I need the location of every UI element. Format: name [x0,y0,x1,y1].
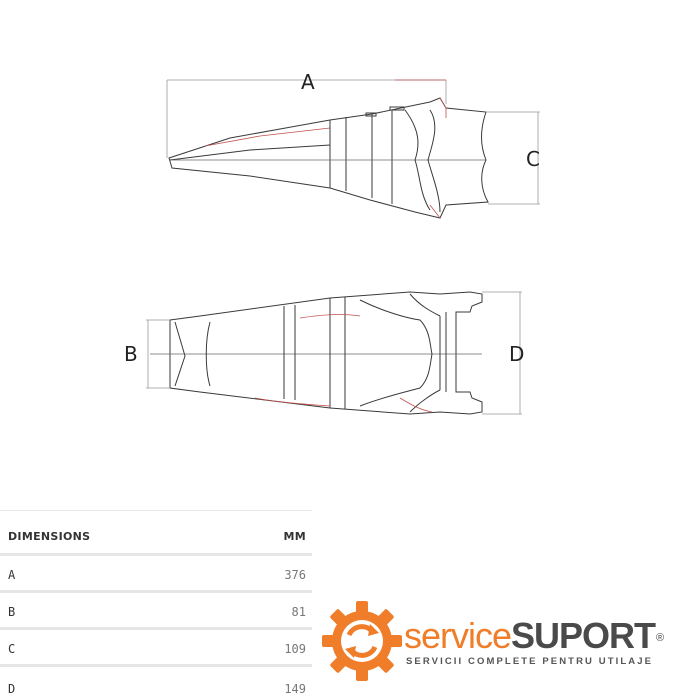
table-header: DIMENSIONS MM [0,510,312,556]
row-name: D [8,682,16,696]
logo-tagline: SERVICII COMPLETE PENTRU UTILAJE [406,656,654,667]
table-row: A 376 [0,556,312,593]
row-name: A [8,568,16,582]
label-b: B [124,342,138,366]
table-row: D 149 [0,667,312,700]
service-suport-logo: serviceSUPORT® SERVICII COMPLETE PENTRU … [322,598,692,688]
header-unit: MM [283,530,306,543]
row-value: 109 [284,642,306,656]
dimensions-table: DIMENSIONS MM A 376 B 81 C 109 D 149 [0,510,312,700]
header-dimensions: DIMENSIONS [8,530,91,543]
row-name: C [8,642,16,656]
technical-drawing: A C [124,70,540,415]
top-view [146,291,522,415]
logo-brand: serviceSUPORT® [404,615,664,656]
side-view [166,79,540,219]
brand-suport: SUPORT [511,615,656,656]
table-row: C 109 [0,630,312,667]
brand-service: service [404,615,512,656]
table-row: B 81 [0,593,312,630]
row-value: 376 [284,568,306,582]
label-d: D [509,342,524,366]
top-outline [169,291,483,415]
registered-mark: ® [656,632,664,644]
side-outline [168,97,489,219]
row-value: 81 [291,605,306,619]
row-name: B [8,605,16,619]
label-c: C [526,147,540,171]
row-value: 149 [284,682,306,696]
gear-refresh-icon [322,601,402,681]
label-a: A [301,70,315,94]
